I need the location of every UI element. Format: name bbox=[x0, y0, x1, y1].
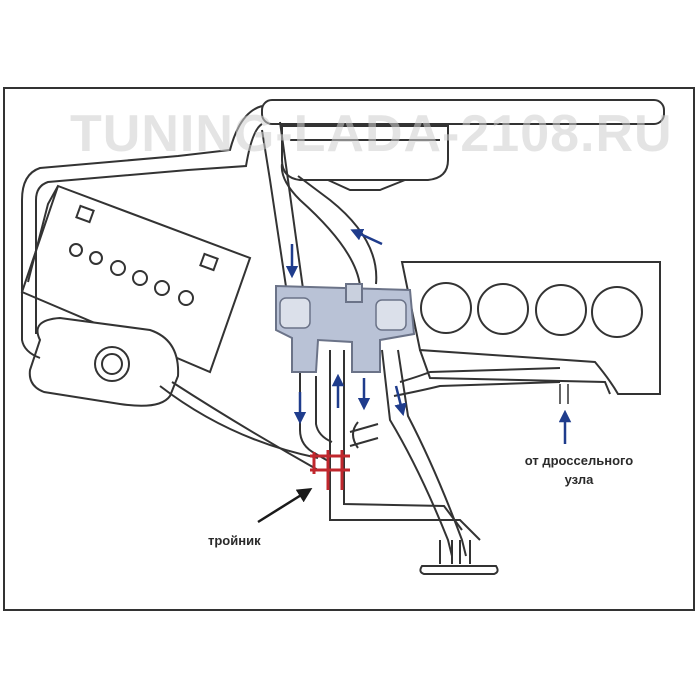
flow-arrows bbox=[285, 228, 572, 444]
expansion-tank bbox=[28, 316, 180, 407]
throttle-label: от дроссельного узла bbox=[514, 451, 644, 489]
heater-valve bbox=[275, 283, 416, 373]
throttle-label-line1: от дроссельного bbox=[524, 453, 634, 468]
watermark: TUNING-LADA-2108.RU bbox=[70, 105, 673, 163]
tee-label: тройник bbox=[208, 533, 261, 548]
battery bbox=[20, 184, 252, 374]
tee-fitting bbox=[310, 450, 350, 490]
diagram-frame bbox=[3, 87, 695, 611]
heater-radiator bbox=[261, 99, 665, 191]
throttle-label-line2: узла bbox=[564, 472, 594, 487]
tee-pointer-arrow bbox=[257, 488, 313, 524]
throttle-line-stub bbox=[559, 384, 569, 404]
hoses bbox=[21, 105, 561, 575]
engine-block bbox=[400, 261, 661, 395]
